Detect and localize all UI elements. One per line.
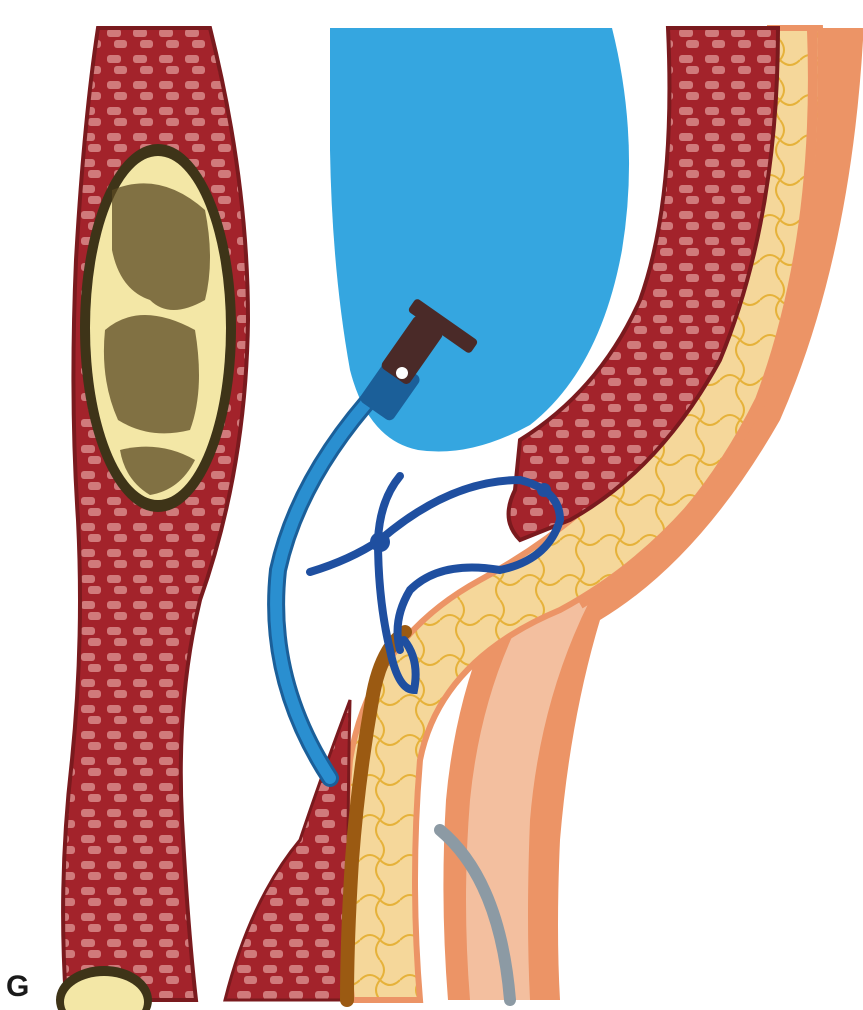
panel-label: G (6, 972, 29, 1002)
pubic-bone (80, 144, 236, 512)
lower-muscle-wedge (225, 700, 350, 1000)
